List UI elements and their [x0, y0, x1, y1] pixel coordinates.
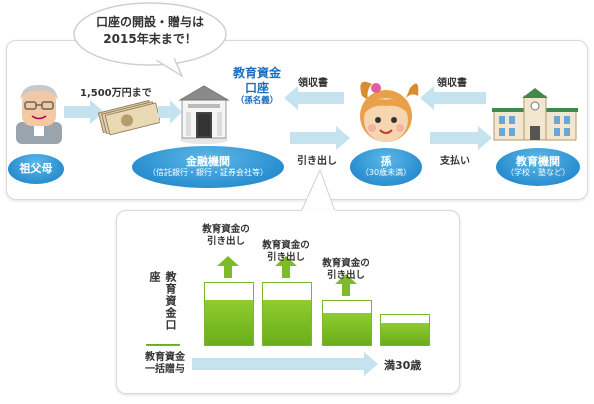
- grandparents-label: 祖父母: [19, 162, 53, 175]
- age-end-label: 満30歳: [384, 359, 422, 372]
- withdraw-2-line-1: 教育資金の: [262, 240, 310, 251]
- payment-arrow: [430, 126, 492, 150]
- financial-institution-label: 金融機関: [186, 155, 230, 168]
- lump-sum-label: 教育資金 一括贈与: [140, 352, 190, 376]
- account-line-1: 教育資金: [232, 66, 281, 80]
- time-arrow: [192, 352, 378, 376]
- account-sub: （孫名義）: [235, 96, 279, 106]
- timeline-bar-fill-2: [205, 300, 253, 345]
- financial-institution-pill: 金融機関 （信託銀行・銀行・証券会社等）: [132, 146, 284, 188]
- grandparent-icon: [16, 84, 62, 144]
- withdraw-label-2: 教育資金の 引き出し: [256, 240, 316, 264]
- financial-institution-sub: （信託銀行・銀行・証券会社等）: [148, 168, 268, 177]
- timeline-bar-fill-5: [381, 323, 429, 345]
- withdraw-up-arrow-3: [335, 274, 357, 296]
- receipt-arrow-1: [284, 86, 344, 110]
- timeline-bar-2: [204, 282, 254, 346]
- withdraw-1-line-2: 引き出し: [206, 236, 245, 247]
- payment-label: 支払い: [440, 156, 470, 167]
- withdraw-up-arrow-1: [217, 256, 239, 278]
- arrow-to-money: [64, 100, 104, 124]
- receipt-arrow-2: [420, 86, 486, 110]
- timeline-bar-fill-4: [323, 313, 371, 345]
- withdraw-3-line-2: 引き出し: [326, 270, 365, 281]
- account-line-2: 口座: [244, 81, 269, 95]
- callout-text: 口座の開設・贈与は 2015年末まで！: [86, 14, 214, 48]
- withdraw-3-line-1: 教育資金の: [322, 258, 370, 269]
- connector-cover: [302, 210, 335, 213]
- withdraw-up-arrow-2: [275, 256, 297, 278]
- grandchild-pill: 孫 （30歳未満）: [350, 148, 422, 186]
- bank-icon: [178, 85, 230, 144]
- account-box-label: 教育資金口座: [144, 268, 180, 344]
- receipt-label-2: 領収書: [437, 78, 467, 89]
- account-title: 教育資金 口座 （孫名義）: [222, 66, 292, 106]
- grandchild-label: 孫: [380, 155, 392, 168]
- callout-bubble: [73, 2, 227, 78]
- withdrawal-label: 引き出し: [297, 156, 337, 167]
- timeline-bar-fill-3: [263, 300, 311, 345]
- timeline-bar-5: [380, 314, 430, 346]
- lump-sum-line-2: 一括贈与: [145, 364, 185, 375]
- callout-line-2: 2015年末まで！: [103, 32, 197, 46]
- school-icon: [492, 88, 578, 141]
- education-institution-sub: （学校・塾など）: [506, 168, 570, 177]
- withdraw-label-1: 教育資金の 引き出し: [196, 224, 256, 248]
- withdraw-1-line-1: 教育資金の: [202, 224, 250, 235]
- timeline-bar-3: [262, 282, 312, 346]
- grandparents-pill: 祖父母: [8, 154, 64, 184]
- withdraw-2-line-2: 引き出し: [266, 252, 305, 263]
- education-institution-pill: 教育機関 （学校・塾など）: [496, 148, 580, 186]
- grandchild-icon: [360, 81, 419, 142]
- withdraw-label-3: 教育資金の 引き出し: [316, 258, 376, 282]
- lump-sum-line-1: 教育資金: [145, 352, 185, 363]
- panel-connector: [300, 170, 337, 214]
- receipt-label-1: 領収書: [298, 78, 328, 89]
- money-icon: [97, 100, 160, 136]
- grandchild-sub: （30歳未満）: [360, 168, 412, 177]
- amount-label: 1,500万円まで: [80, 88, 152, 99]
- account-box-text: 教育資金口座: [144, 268, 180, 344]
- education-institution-label: 教育機関: [516, 155, 560, 168]
- arrow-to-bank: [158, 100, 182, 124]
- timeline-bar-4: [322, 300, 372, 346]
- callout-line-1: 口座の開設・贈与は: [95, 15, 204, 29]
- withdrawal-arrow: [290, 126, 350, 150]
